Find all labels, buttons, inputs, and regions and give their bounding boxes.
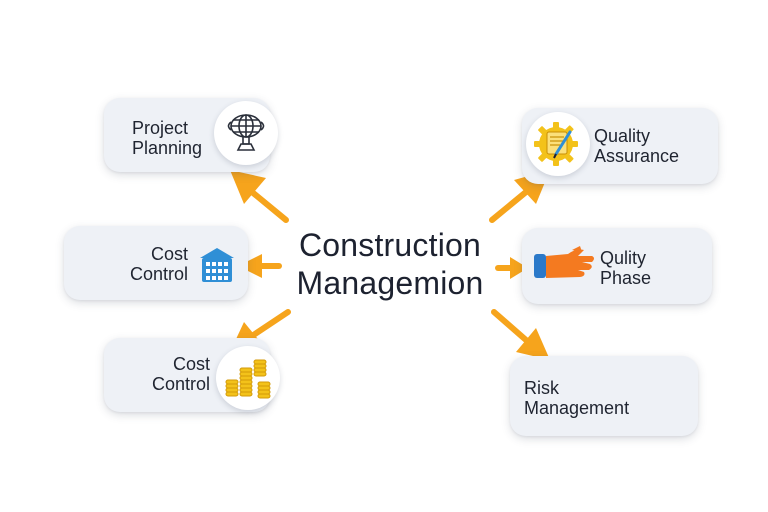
- node-label-line2: Control: [151, 374, 210, 394]
- center-title: Construction Managemion: [270, 226, 510, 302]
- node-label: Qulity Phase: [600, 248, 651, 288]
- coin-stack-icon: [216, 346, 280, 410]
- node-label: Quality Assurance: [594, 126, 679, 166]
- node-label-line2: Phase: [600, 268, 652, 288]
- node-label: Risk Management: [524, 378, 629, 418]
- node-label-line2: Control: [129, 264, 188, 284]
- node-label-line2: Assurance: [594, 146, 680, 166]
- node-label-line2: Planning: [132, 138, 203, 158]
- arrow-to-cost-control-top: [238, 254, 282, 278]
- handshake-icon: [532, 244, 598, 291]
- globe-trophy-icon: [214, 101, 278, 165]
- building-icon: [198, 246, 236, 289]
- arrow-to-project-planning: [230, 170, 289, 223]
- node-label-line1: Cost: [150, 244, 188, 264]
- node-label-line1: Quality: [594, 126, 651, 146]
- node-label: Cost Control: [134, 354, 210, 394]
- node-label-line2: Management: [524, 398, 630, 418]
- node-label-line1: Qulity: [600, 248, 647, 268]
- gear-checklist-icon: [526, 112, 590, 176]
- center-title-line2: Managemion: [296, 265, 484, 301]
- node-label-line1: Risk: [524, 378, 559, 398]
- node-risk-management[interactable]: Risk Management: [510, 356, 698, 436]
- arrow-to-risk-management: [491, 309, 550, 360]
- center-title-line1: Construction: [298, 227, 482, 263]
- node-label-line1: Project: [132, 118, 189, 138]
- node-label-line1: Cost: [172, 354, 210, 374]
- arrow-to-qulity-phase: [495, 257, 528, 279]
- node-label: Project Planning: [132, 118, 202, 158]
- node-label: Cost Control: [122, 244, 188, 284]
